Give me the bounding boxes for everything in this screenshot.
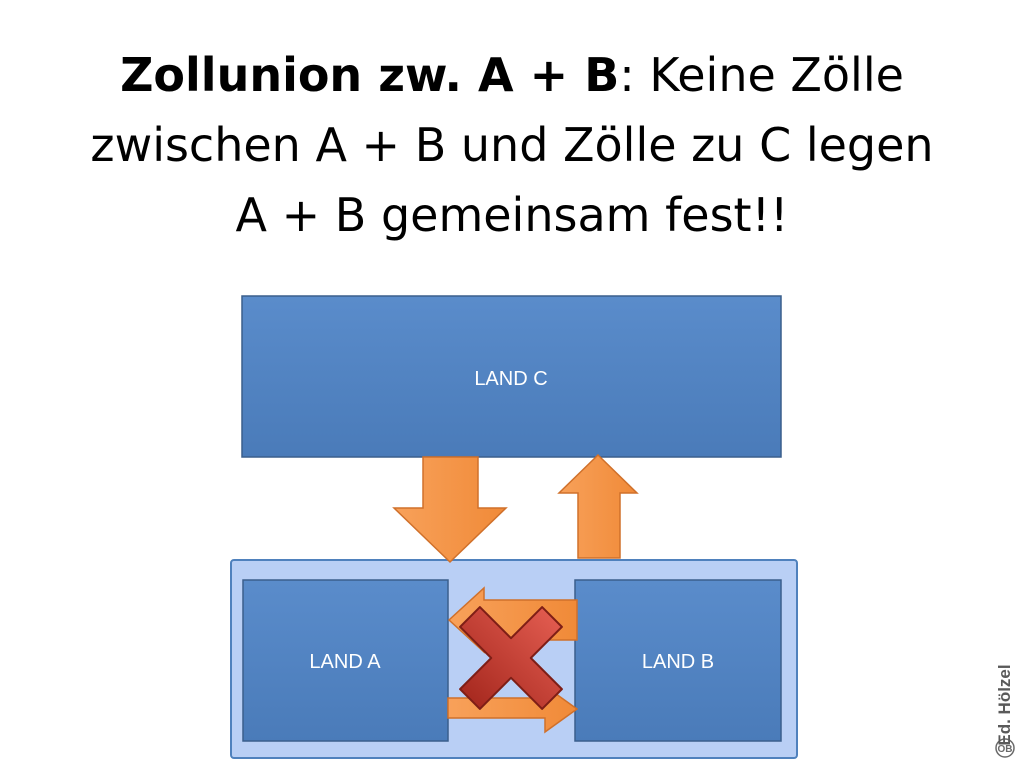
title-line-2: zwischen A + B und Zölle zu C legen (90, 118, 934, 172)
arrow-down-icon (392, 456, 508, 564)
land-a-box: LAND A (242, 579, 449, 742)
land-a-label: LAND A (309, 651, 381, 673)
land-a-rect (242, 579, 449, 742)
land-c-box: LAND C (241, 295, 782, 458)
no-tariff-cross-icon (459, 606, 563, 710)
title-bold-part: Zollunion zw. A + B (120, 48, 620, 102)
slide-title: Zollunion zw. A + B: Keine Zölle zwische… (0, 40, 1024, 250)
land-c-rect (241, 295, 782, 458)
publisher-name: Ed. Hölzel (995, 664, 1014, 746)
arrow-up-icon (557, 453, 639, 559)
land-b-rect (574, 579, 782, 742)
title-rest-part: : Keine Zölle (619, 48, 904, 102)
title-line-1: Zollunion zw. A + B: Keine Zölle (0, 40, 1024, 110)
publisher-logo-icon: ÖB (995, 738, 1015, 758)
land-c-label: LAND C (474, 368, 547, 390)
title-line-3: A + B gemeinsam fest!! (235, 188, 789, 242)
land-b-label: LAND B (642, 651, 714, 673)
svg-text:ÖB: ÖB (998, 742, 1013, 755)
land-b-box: LAND B (574, 579, 782, 742)
